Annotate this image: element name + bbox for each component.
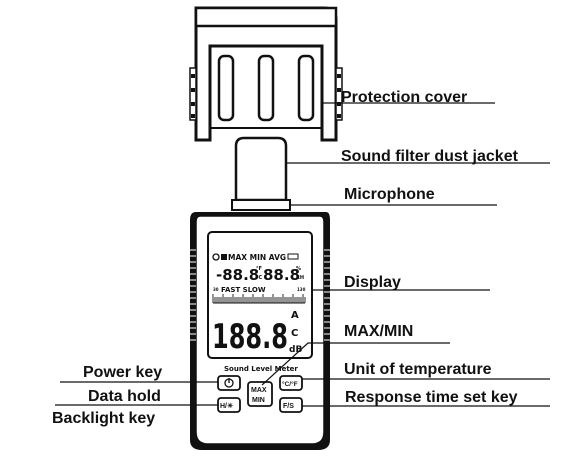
hold-status-icon — [221, 254, 227, 260]
microphone — [231, 136, 291, 211]
power-status-icon — [212, 253, 220, 261]
power-key[interactable] — [217, 375, 241, 391]
lcd-scale-min: 30 — [213, 287, 219, 292]
label-protection-cover: Protection cover — [341, 89, 467, 106]
label-unit-of-temperature: Unit of temperature — [344, 361, 492, 378]
lcd-humidity-unit-pct: % — [296, 266, 301, 272]
label-power-key: Power key — [83, 364, 162, 381]
label-display: Display — [344, 274, 401, 291]
lcd-main-reading: 188.8 — [212, 317, 288, 357]
lcd-weighting-c: C — [291, 328, 298, 339]
lcd-humidity-unit-rh: RH — [296, 275, 304, 281]
lcd-db-unit: dB — [289, 345, 302, 355]
lcd-scale-max: 130 — [297, 287, 306, 292]
hold-backlight-key-label: H/☀ — [220, 402, 233, 410]
callout-lines — [55, 102, 550, 407]
max-min-key[interactable]: MAX MIN — [247, 381, 273, 407]
battery-icon — [287, 253, 299, 260]
lcd-speed-modes: FAST SLOW — [221, 286, 266, 294]
label-max-min: MAX/MIN — [344, 323, 413, 340]
protection-cover — [189, 6, 343, 142]
lcd-temp-unit-c: °C — [256, 275, 263, 281]
label-data-hold: Data hold — [88, 388, 161, 405]
max-min-key-bottom: MIN — [252, 397, 265, 404]
lcd-top-modes: MAX MIN AVG — [228, 253, 286, 262]
label-microphone: Microphone — [344, 186, 435, 203]
lcd-display: MAX MIN AVG -88.8 °F °C 88.8 % RH 30 FAS… — [207, 231, 313, 359]
hold-backlight-key[interactable]: H/☀ — [217, 397, 241, 413]
device-name: Sound Level Meter — [224, 365, 298, 373]
lcd-bar-scale — [212, 294, 306, 304]
fs-key[interactable]: F/S — [279, 397, 303, 413]
lcd-temp-reading: -88.8 — [216, 266, 259, 284]
max-min-key-top: MAX — [251, 387, 267, 394]
temperature-unit-key[interactable]: °C/°F — [279, 375, 303, 391]
lcd-humidity-reading: 88.8 — [263, 266, 300, 284]
lcd-temp-unit-f: °F — [256, 266, 262, 272]
label-response-time: Response time set key — [345, 389, 518, 406]
label-backlight-key: Backlight key — [52, 410, 155, 427]
label-dust-jacket: Sound filter dust jacket — [341, 148, 519, 165]
temperature-unit-key-label: °C/°F — [282, 380, 298, 388]
lcd-weighting-a: A — [291, 310, 299, 321]
fs-key-label: F/S — [283, 403, 294, 410]
